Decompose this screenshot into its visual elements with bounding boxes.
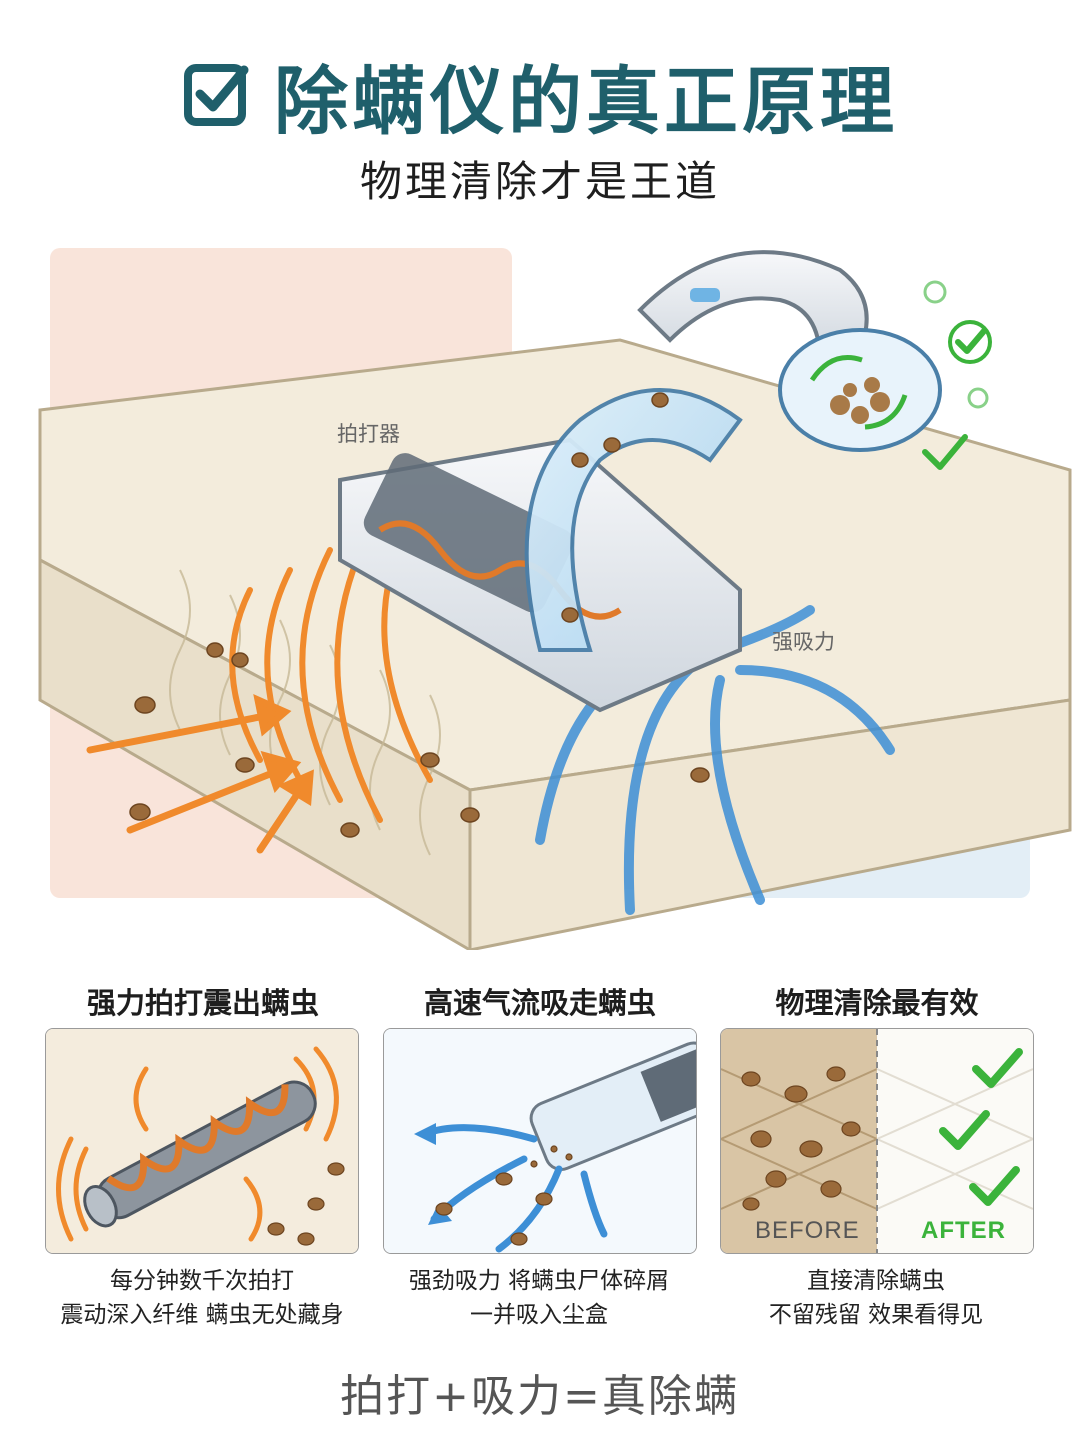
caption-result-line2: 不留残留 效果看得见 <box>768 1302 984 1328</box>
caption-result: 直接清除螨虫 不留残留 效果看得见 <box>706 1264 1046 1332</box>
panel-title-result: 物理清除最有效 <box>775 986 979 1020</box>
hero-illustration: 拍打器 强吸力 <box>0 230 1080 953</box>
before-after-illustration <box>721 1029 1033 1253</box>
before-label: BEFORE <box>755 1217 860 1244</box>
caption-airflow-line1: 强劲吸力 将螨虫尸体碎屑 <box>408 1268 670 1294</box>
beater-brush-illustration <box>46 1029 358 1253</box>
suction-label: 强吸力 <box>772 630 835 654</box>
caption-beating-line1: 每分钟数千次拍打 <box>110 1268 294 1294</box>
panel-before-after: BEFORE AFTER <box>720 1028 1034 1254</box>
checkmark-icon <box>939 1048 1023 1206</box>
caption-beating: 每分钟数千次拍打 震动深入纤维 螨虫无处藏身 <box>32 1264 372 1332</box>
checkbox-icon <box>184 64 249 126</box>
panel-airflow <box>383 1028 697 1254</box>
panel-beating <box>45 1028 359 1254</box>
caption-airflow-line2: 一并吸入尘盒 <box>470 1302 608 1328</box>
airflow-illustration <box>384 1029 696 1253</box>
caption-airflow: 强劲吸力 将螨虫尸体碎屑 一并吸入尘盒 <box>369 1264 709 1332</box>
page-subtitle: 物理清除才是王道 <box>359 157 720 206</box>
mattress-vacuum-illustration <box>38 248 1072 953</box>
title-row: 除螨仪的真正原理 <box>0 40 1080 150</box>
panel-title-beating: 强力拍打震出螨虫 <box>86 986 319 1020</box>
page-title: 除螨仪的真正原理 <box>274 58 898 145</box>
after-label: AFTER <box>921 1217 1006 1244</box>
caption-result-line1: 直接清除螨虫 <box>807 1268 945 1294</box>
caption-beating-line2: 震动深入纤维 螨虫无处藏身 <box>60 1302 344 1328</box>
panel-title-airflow: 高速气流吸走螨虫 <box>423 986 656 1020</box>
checkmark-icon <box>922 280 992 470</box>
beater-label: 拍打器 <box>337 422 400 446</box>
formula-text: 拍打+吸力=真除螨 <box>340 1371 740 1422</box>
